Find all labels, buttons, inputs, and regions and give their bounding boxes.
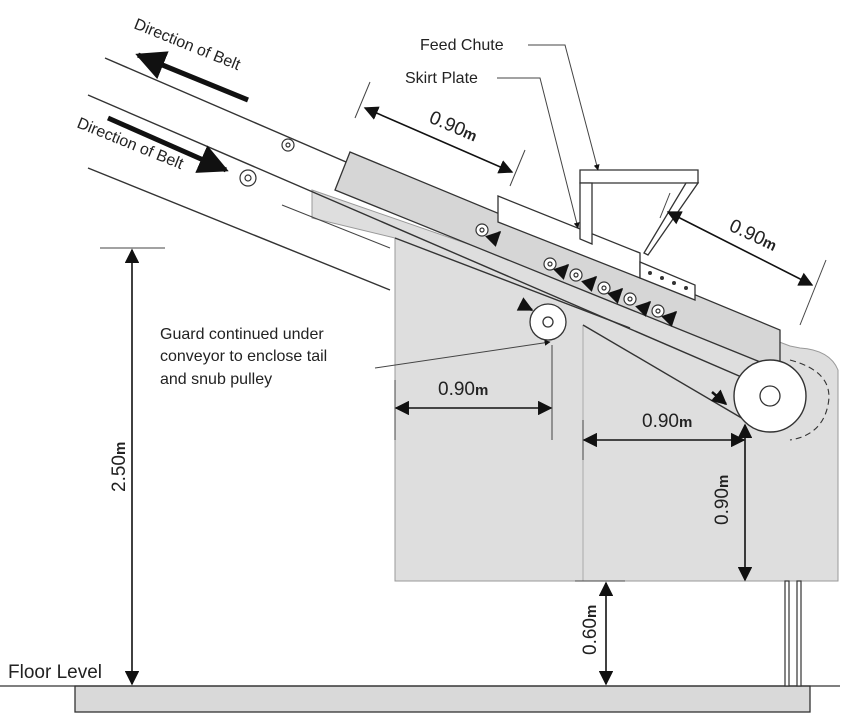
svg-text:0.90m: 0.90m — [438, 379, 488, 400]
dimension-top-left: 0.90m — [354, 81, 526, 187]
skirt-plate-label: Skirt Plate — [405, 70, 478, 87]
dimension-clearance: 0.60m — [575, 580, 625, 686]
svg-text:0.90m: 0.90m — [712, 475, 733, 525]
direction-label-upper: Direction of Belt — [132, 16, 244, 74]
roller-arrows — [485, 230, 728, 405]
guard-note-leader — [374, 339, 551, 369]
svg-text:0.60m: 0.60m — [580, 605, 601, 655]
dimension-mid-right: 0.90m — [582, 411, 746, 460]
tail-pulley — [733, 359, 830, 441]
svg-text:0.90m: 0.90m — [726, 215, 780, 255]
floor-slab — [74, 685, 811, 713]
skirt-plate-leader — [497, 77, 580, 229]
guard-note-line3: and snub pulley — [160, 371, 272, 388]
dimension-mid-left: 0.90m — [394, 345, 553, 440]
support-legs — [784, 580, 802, 687]
guard-note-line1: Guard continued under — [160, 326, 324, 343]
dimension-top-right: 0.90m — [659, 192, 827, 326]
feed-chute-label: Feed Chute — [420, 37, 504, 54]
snub-pulley — [529, 303, 567, 341]
dimension-right-vertical: 0.90m — [712, 423, 753, 582]
feed-chute-leader — [528, 44, 600, 171]
floor-level-label: Floor Level — [8, 662, 102, 683]
direction-arrow-lower — [106, 115, 229, 173]
svg-text:0.90m: 0.90m — [642, 411, 692, 432]
svg-text:2.50m: 2.50m — [109, 442, 130, 492]
direction-arrow-upper — [135, 51, 249, 103]
dimension-overall-height: 2.50m — [100, 247, 165, 686]
discharge-bolts — [648, 271, 688, 290]
svg-text:0.90m: 0.90m — [426, 107, 481, 146]
guard-note-line2: conveyor to enclose tail — [160, 348, 327, 365]
